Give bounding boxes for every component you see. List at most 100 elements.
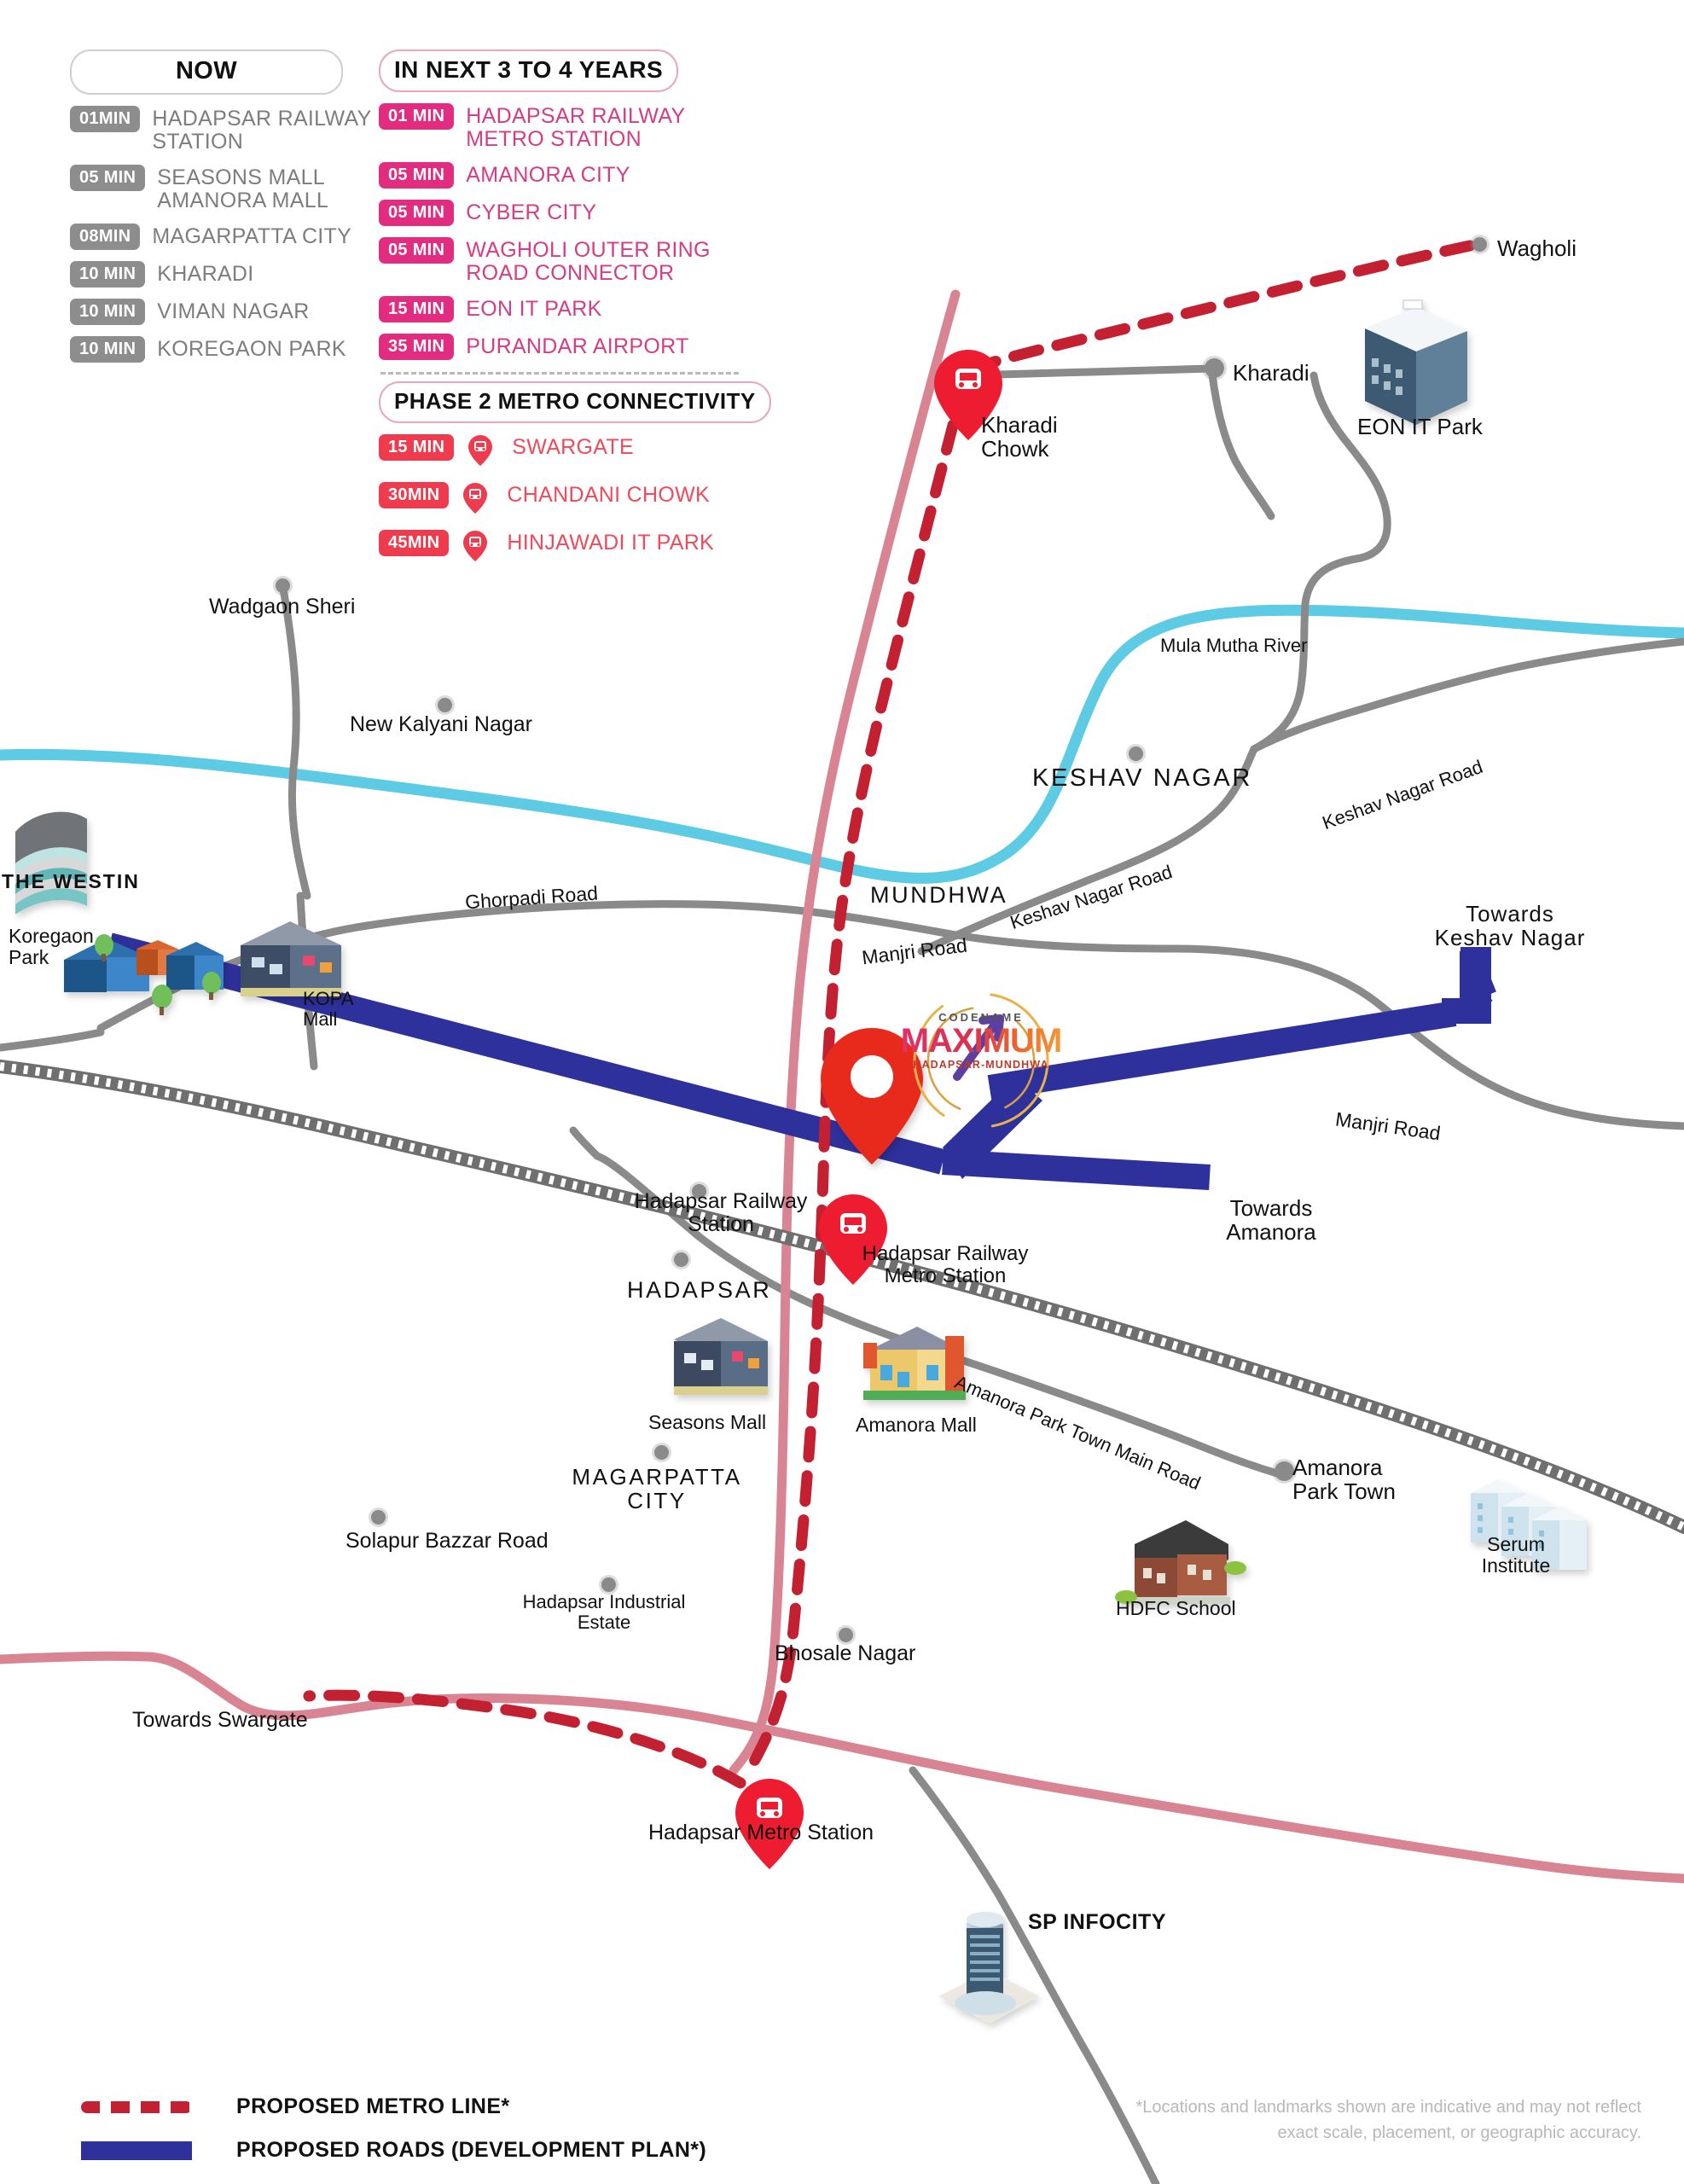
legend-phase2-time-0: 15 MIN <box>379 434 455 461</box>
map-label-eon-it-park: EON IT Park <box>1357 414 1483 439</box>
map-label-koregaon-park: Koregaon Park <box>9 925 94 968</box>
map-dot-hadapsar-railway-station <box>692 1184 706 1199</box>
legend-now-row: 10 MIN KHARADI <box>70 261 377 288</box>
legend-now-row: 08MIN MAGARPATTA CITY <box>70 224 377 250</box>
seasons-mall-icon <box>674 1318 768 1395</box>
legend-panel-future: IN NEXT 3 TO 4 YEARS 01 MIN HADAPSAR RAI… <box>379 49 805 566</box>
map-label-keshav-nagar: KESHAV NAGAR <box>1032 764 1252 792</box>
legend-now-time-1: 05 MIN <box>70 165 146 191</box>
map-label-hadapsar-industrial-estate: Hadapsar Industrial Estate <box>522 1591 686 1633</box>
map-dot-solapur-bazzar-road <box>371 1510 386 1525</box>
sp-infocity-icon <box>938 1912 1039 2024</box>
project-locality-label: HADAPSAR-MUNDHWA <box>913 1059 1049 1071</box>
kharadi-chowk-metro-pin-icon <box>934 350 1002 440</box>
map-dot-kharadi <box>1205 358 1224 378</box>
legend-now-title: NOW <box>70 49 343 95</box>
map-label-solapur-bazzar-road: Solapur Bazzar Road <box>346 1529 549 1553</box>
legend-now-time-5: 10 MIN <box>70 336 146 363</box>
mula-mutha-river <box>0 604 1684 884</box>
legend-now-label-4: VIMAN NAGAR <box>157 299 310 323</box>
map-label-kopa-mall: KOPA Mall <box>303 988 354 1030</box>
map-label-hadapsar-railway-station: Hadapsar Railway Station <box>634 1189 808 1236</box>
legend-now-row: 10 MIN VIMAN NAGAR <box>70 299 377 325</box>
map-label-mula-mutha-river: Mula Mutha River <box>1160 635 1308 656</box>
map-label-wadgaon-sheri: Wadgaon Sheri <box>209 595 356 619</box>
legend-future-label-2: CYBER CITY <box>466 200 597 224</box>
legend-future-time-2: 05 MIN <box>379 200 455 226</box>
map-label-amanora-park-town: Amanora Park Town <box>1292 1455 1396 1504</box>
legend-now-time-4: 10 MIN <box>70 299 146 325</box>
map-label-the-westin: THE WESTIN <box>2 870 140 892</box>
koregaon-park-icon <box>64 934 224 1015</box>
hdfc-school-icon <box>1115 1520 1246 1604</box>
map-label-kharadi: Kharadi <box>1233 360 1309 386</box>
legend-future-row: 05 MIN WAGHOLI OUTER RING ROAD CONNECTOR <box>379 237 805 285</box>
map-label-towards-amanora: Towards Amanora <box>1226 1195 1316 1245</box>
legend-phase2-row: 15 MIN SWARGATE <box>379 434 805 471</box>
map-dot-keshav-nagar <box>1129 746 1143 761</box>
project-codename-label: CODENAME <box>938 1011 1024 1024</box>
legend-now-label-2: MAGARPATTA CITY <box>152 224 352 248</box>
legend-now-row: 01MIN HADAPSAR RAILWAY STATION <box>70 106 377 154</box>
hadapsar-railway-metro-station-pin-icon <box>819 1194 887 1285</box>
legend-future-label-4: EON IT PARK <box>466 297 602 321</box>
legend-future-label-3: WAGHOLI OUTER RING ROAD CONNECTOR <box>466 238 711 285</box>
proposed-metro-line <box>303 240 1476 1789</box>
map-key-row-roads: PROPOSED ROADS (DEVELOPMENT PLAN*) <box>81 2138 706 2163</box>
map-label-hadapsar: HADAPSAR <box>627 1277 772 1303</box>
proposed-roads-swatch <box>81 2140 192 2160</box>
map-dot-magarpatta-city <box>654 1445 669 1460</box>
map-label-wagholi: Wagholi <box>1497 235 1577 261</box>
map-dot-bhosale-nagar <box>839 1628 853 1642</box>
the-westin-icon <box>15 811 87 915</box>
map-key-label-metro: PROPOSED METRO LINE* <box>236 2094 510 2118</box>
map-label-sp-infocity: SP INFOCITY <box>1028 1910 1167 1934</box>
legend-future-row: 05 MIN AMANORA CITY <box>379 162 805 189</box>
legend-now-label-0: HADAPSAR RAILWAY STATION <box>152 107 372 154</box>
map-label-hadapsar-railway-metro-station: Hadapsar Railway Metro Station <box>862 1242 1029 1287</box>
legend-phase2-label-2: HINJAWADI IT PARK <box>507 531 715 555</box>
legend-now-label-1: SEASONS MALL AMANORA MALL <box>157 166 329 212</box>
map-dot-wagholi <box>1472 237 1487 252</box>
map-label-towards-swargate: Towards Swargate <box>132 1708 308 1732</box>
map-label-mundhwa: MUNDHWA <box>870 882 1008 908</box>
map-label-amanora-mall: Amanora Mall <box>856 1414 977 1436</box>
legend-future-time-3: 05 MIN <box>379 237 455 264</box>
map-dot-hadapsar <box>674 1252 688 1267</box>
proposed-roads-joint <box>943 947 1491 1179</box>
metro-pin-icon <box>462 482 488 519</box>
project-logo-ring <box>913 992 1049 1129</box>
map-key-label-roads: PROPOSED ROADS (DEVELOPMENT PLAN*) <box>236 2138 707 2162</box>
legend-now-time-0: 01MIN <box>70 106 141 132</box>
legend-phase2-label-0: SWARGATE <box>512 435 634 459</box>
eon-it-park-icon <box>1365 299 1467 425</box>
map-label-hdfc-school: HDFC School <box>1116 1597 1236 1619</box>
legend-future-time-0: 01 MIN <box>379 103 455 130</box>
project-logo: CODENAME MAXIMUM HADAPSAR-MUNDHWA <box>891 1011 1071 1071</box>
legend-future-label-5: PURANDAR AIRPORT <box>466 334 689 358</box>
legend-future-title: IN NEXT 3 TO 4 YEARS <box>379 49 679 92</box>
legend-phase2-time-2: 45MIN <box>379 530 450 556</box>
map-dot-hadapsar-industrial-estate <box>601 1577 616 1592</box>
map-key-row-metro: PROPOSED METRO LINE* <box>81 2094 706 2119</box>
amanora-mall-icon <box>863 1327 966 1400</box>
legend-future-label-1: AMANORA CITY <box>466 163 630 187</box>
map-label-magarpatta-city: MAGARPATTA CITY <box>572 1464 742 1513</box>
legend-divider <box>380 372 739 375</box>
legend-future-time-5: 35 MIN <box>379 334 455 360</box>
legend-now-time-3: 10 MIN <box>70 261 146 288</box>
legend-phase2-row: 45MIN HINJAWADI IT PARK <box>379 530 805 566</box>
map-key-legend: PROPOSED METRO LINE* PROPOSED ROADS (DEV… <box>81 2094 706 2181</box>
legend-future-row: 15 MIN EON IT PARK <box>379 296 805 322</box>
railway-track <box>0 1060 1684 1534</box>
serum-institute-icon <box>1471 1479 1587 1570</box>
legend-future-time-1: 05 MIN <box>379 162 455 189</box>
map-dot-amanora-park-town <box>1275 1461 1294 1481</box>
map-label-seasons-mall: Seasons Mall <box>648 1411 767 1433</box>
map-label-serum-institute: Serum Institute <box>1481 1533 1551 1577</box>
legend-future-time-4: 15 MIN <box>379 296 455 322</box>
legend-phase2-title: PHASE 2 METRO CONNECTIVITY <box>379 381 771 423</box>
map-label-hadapsar-metro-station: Hadapsar Metro Station <box>648 1821 874 1844</box>
